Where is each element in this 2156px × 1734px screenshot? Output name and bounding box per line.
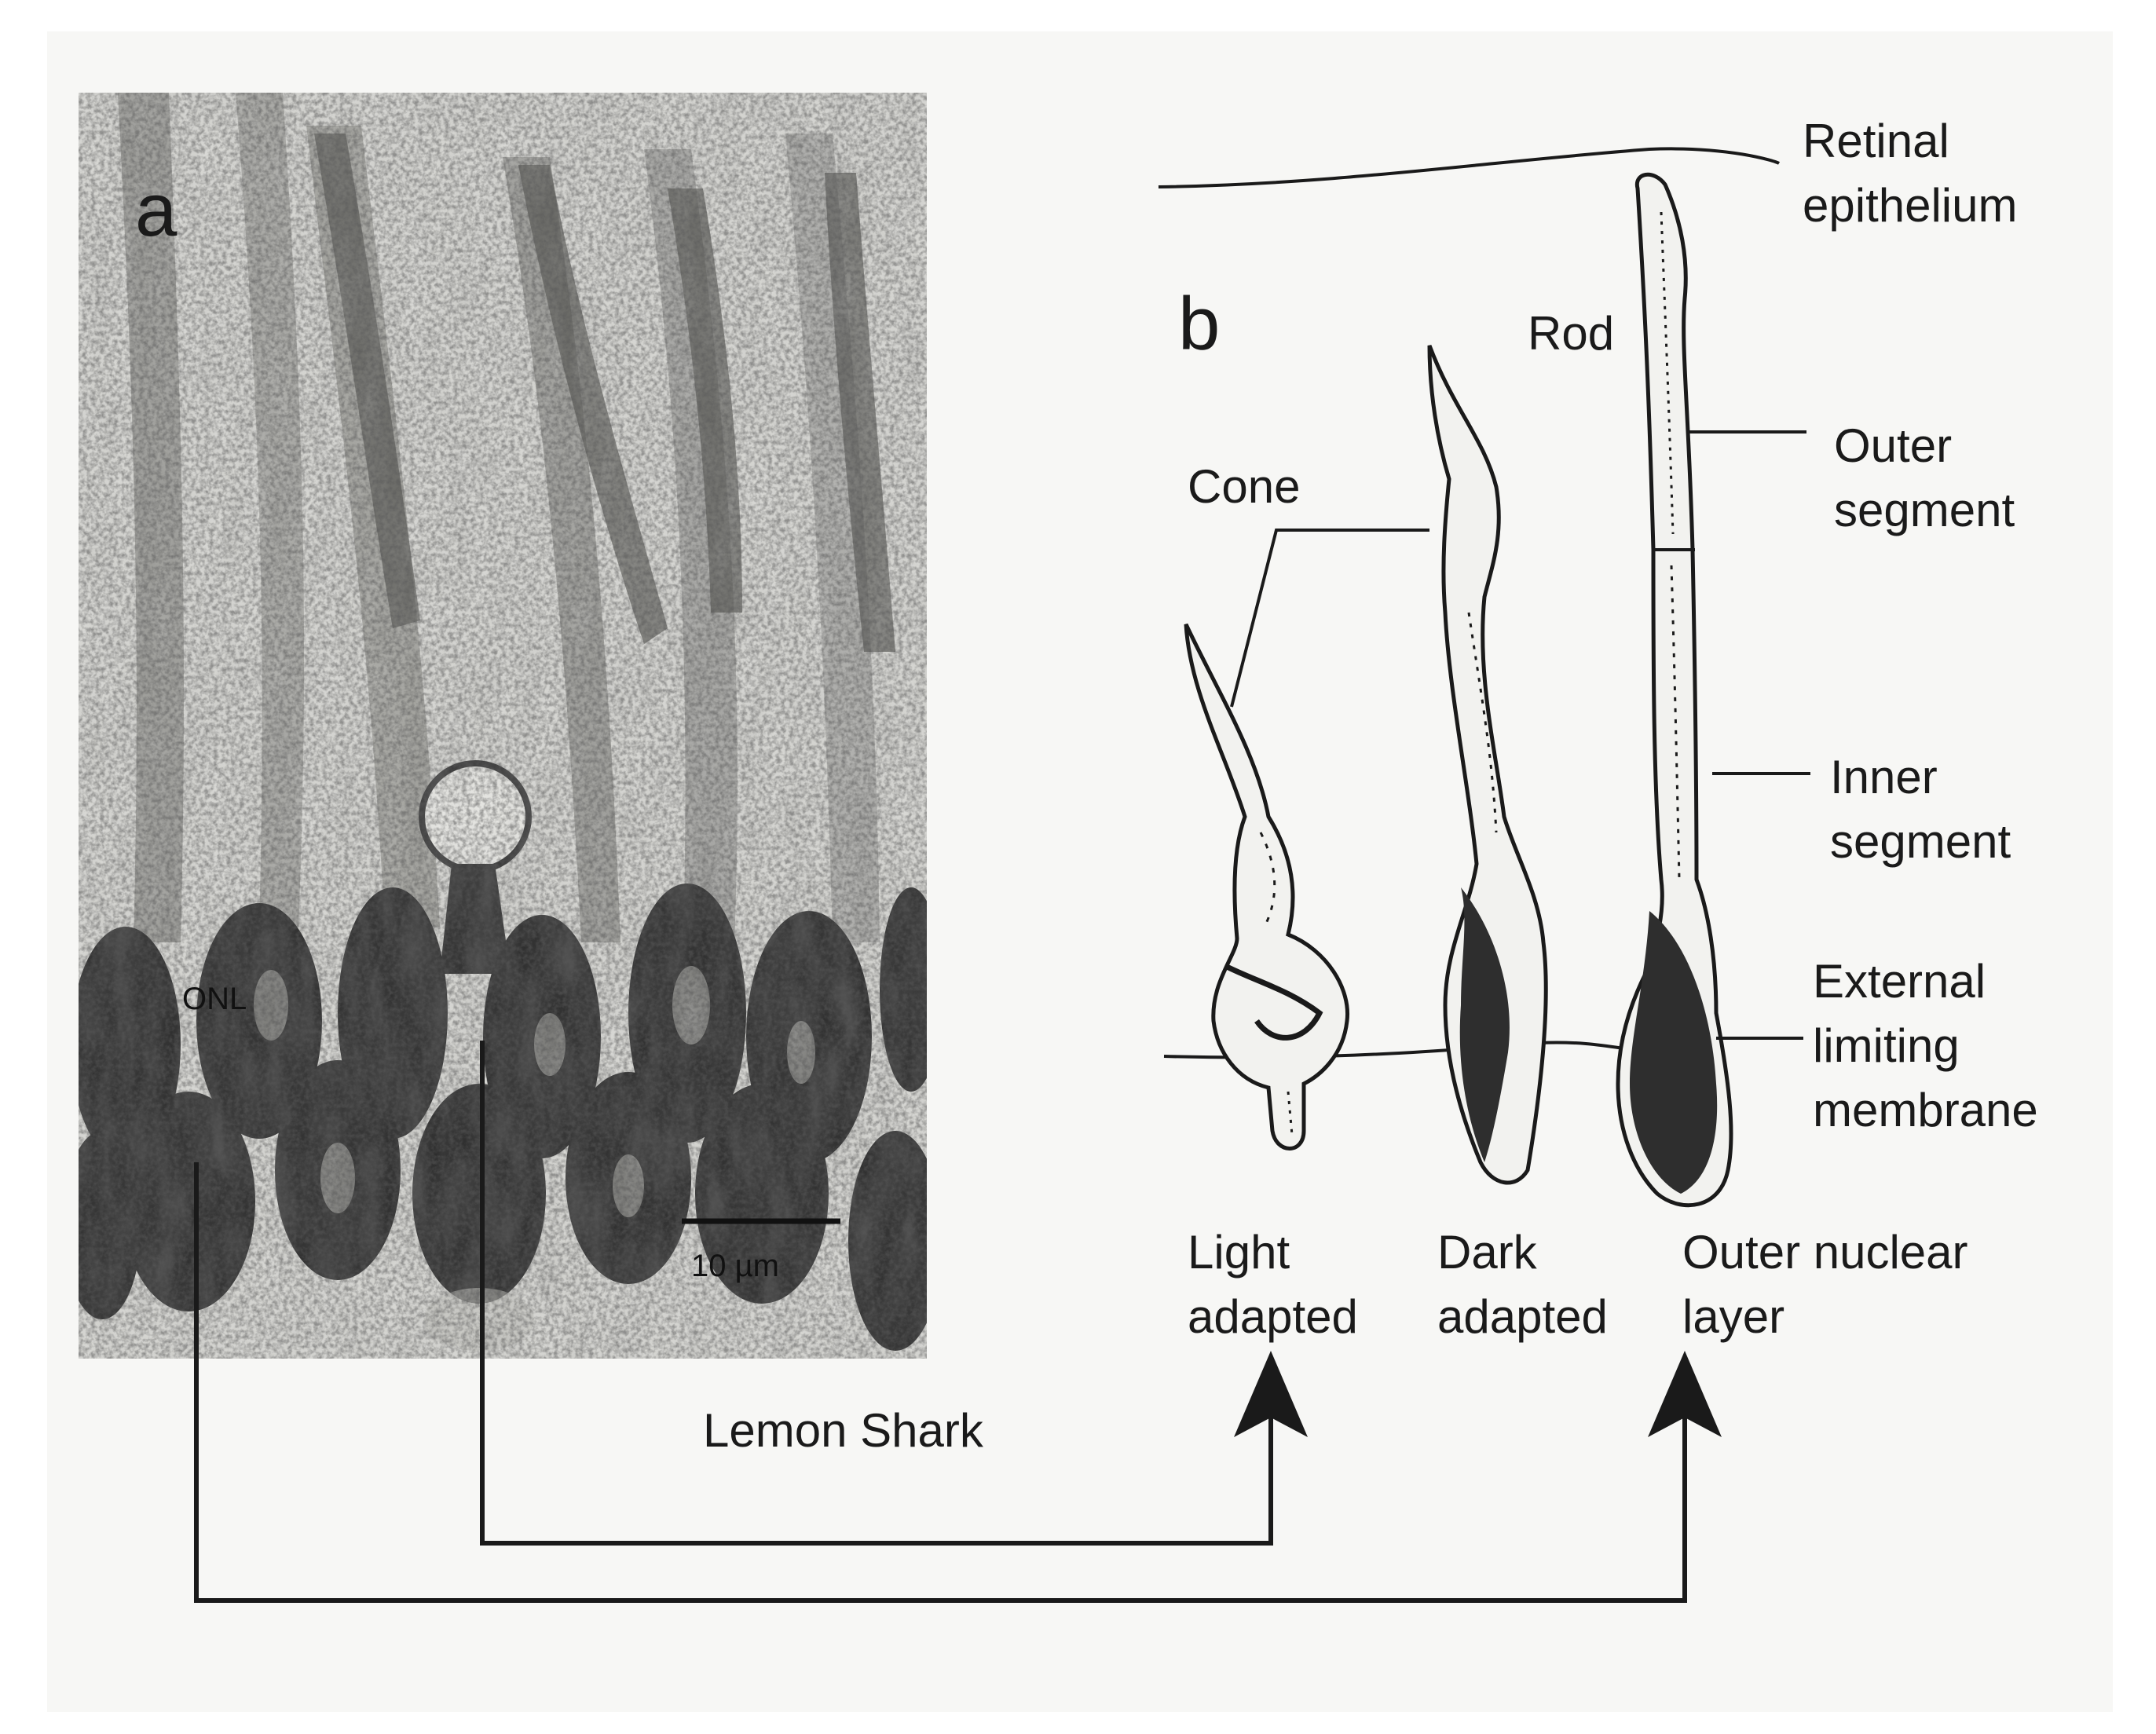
panel-a-micrograph bbox=[79, 93, 927, 1359]
external-limiting-membrane-label: External limiting membrane bbox=[1813, 955, 2038, 1136]
dark-adapted-label: Dark adapted bbox=[1437, 1226, 1608, 1343]
rod-label: Rod bbox=[1528, 307, 1614, 360]
panel-a-letter: a bbox=[135, 168, 178, 252]
arrowhead-outer-nuclear-layer bbox=[1648, 1351, 1722, 1437]
onl-label: ONL bbox=[182, 982, 247, 1016]
arrowheads bbox=[1234, 1351, 1722, 1437]
scale-bar: 10 µm bbox=[682, 1218, 840, 1283]
dark-adapted-cone bbox=[1427, 345, 1548, 1185]
connector-arrows bbox=[194, 1041, 1687, 1603]
arrowhead-light-adapted bbox=[1234, 1351, 1308, 1437]
inner-segment-label: Inner segment bbox=[1830, 751, 2011, 868]
light-adapted-label: Light adapted bbox=[1188, 1226, 1358, 1343]
cone-leader bbox=[1230, 529, 1429, 708]
rod bbox=[1616, 172, 1733, 1208]
cone-label: Cone bbox=[1188, 460, 1300, 513]
retinal-epithelium-label: Retinal epithelium bbox=[1803, 115, 2018, 232]
outer-segment-label: Outer segment bbox=[1834, 419, 2015, 536]
retinal-epithelium-line bbox=[1158, 147, 1781, 188]
panel-b-letter: b bbox=[1178, 282, 1220, 366]
caption-lemon-shark: Lemon Shark bbox=[703, 1404, 984, 1457]
scale-bar-label: 10 µm bbox=[691, 1249, 779, 1283]
arrow-cone-to-light-adapted bbox=[480, 1041, 1273, 1546]
arrow-rod-to-outer-nuclear-layer bbox=[194, 1162, 1687, 1603]
leader-lines bbox=[1230, 430, 1810, 1040]
outer-nuclear-layer-label: Outer nuclear layer bbox=[1682, 1226, 1981, 1343]
light-adapted-cone bbox=[1184, 623, 1350, 1151]
